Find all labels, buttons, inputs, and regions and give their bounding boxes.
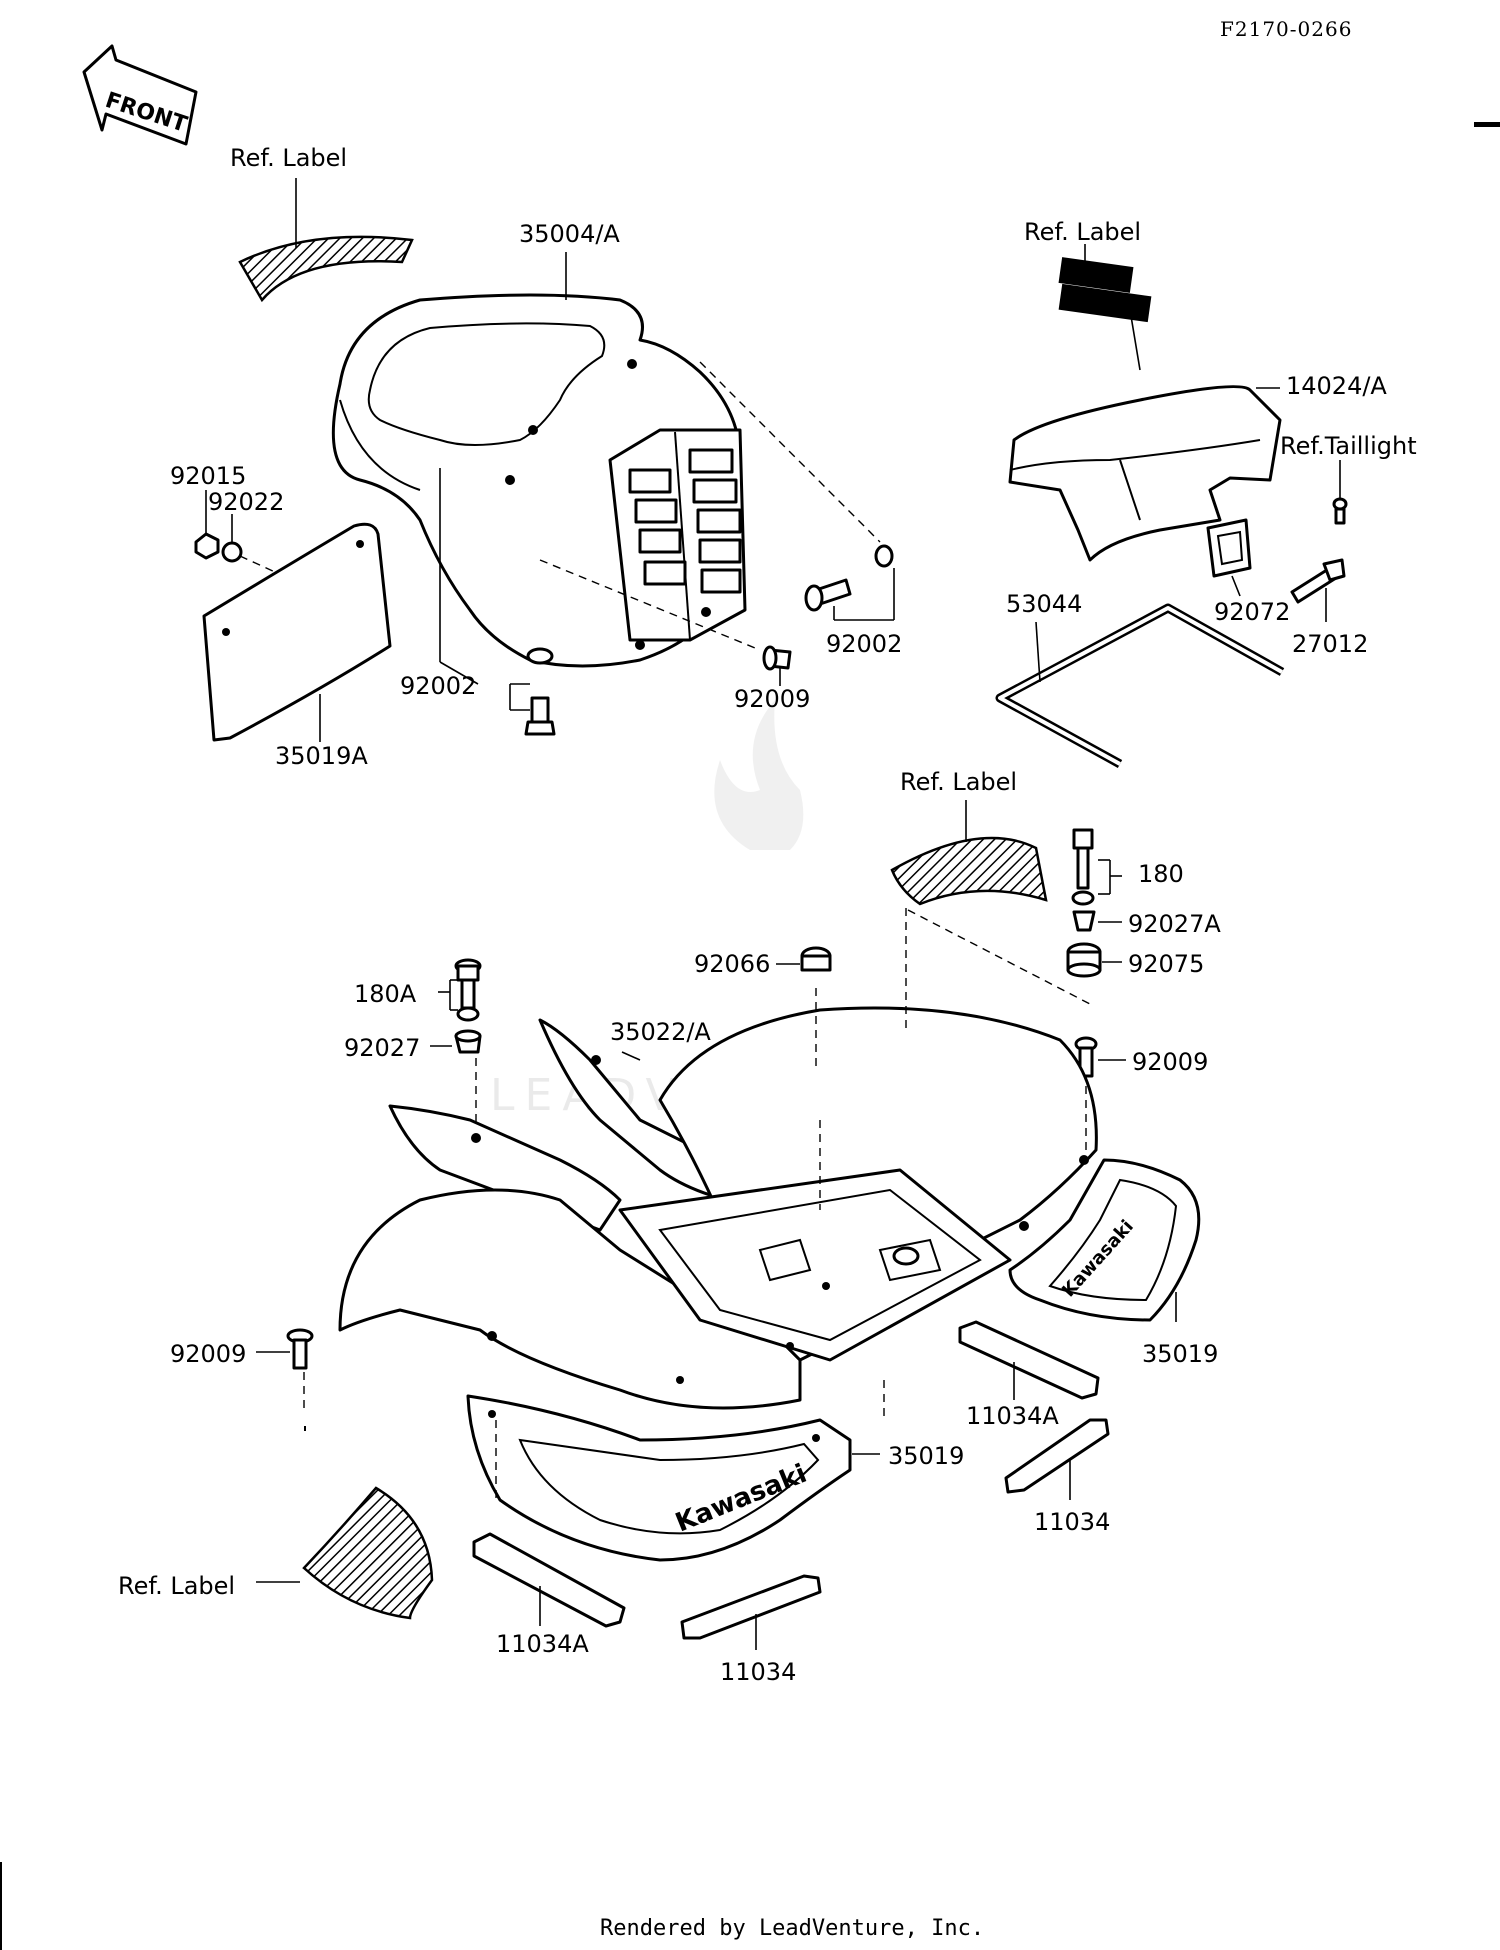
screw-92009-top <box>762 645 792 671</box>
ref-label-decal-top <box>238 235 414 303</box>
screw-92009-right <box>1074 1036 1098 1078</box>
gasket-92072 <box>1206 518 1252 578</box>
label-ref-label-mid: Ref. Label <box>900 768 1017 796</box>
mud-flap-35019A <box>202 522 392 742</box>
label-92027: 92027 <box>344 1034 420 1062</box>
bolt-92002-left <box>524 647 556 736</box>
label-ref-taillight: Ref.Taillight <box>1280 432 1417 460</box>
label-ref-label-bottom: Ref. Label <box>118 1572 235 1600</box>
front-fender <box>331 293 747 668</box>
label-180: 180 <box>1138 860 1184 888</box>
footer-text: Rendered by LeadVenture, Inc. <box>600 1916 984 1941</box>
label-92009-top: 92009 <box>734 685 810 713</box>
page-left-edge <box>0 1862 2 1950</box>
bolt-92002-right <box>804 544 894 612</box>
rod-53044 <box>995 603 1285 768</box>
label-92066: 92066 <box>694 950 770 978</box>
label-11034-right: 11034 <box>1034 1508 1110 1536</box>
mud-flap-right: Kawasaki <box>1008 1158 1201 1322</box>
rear-cover <box>1008 385 1282 562</box>
rear-fender <box>338 1006 1098 1410</box>
page-edge-mark <box>1474 122 1500 127</box>
nut-92015 <box>194 532 220 560</box>
mud-flap-bottom: Kawasaki <box>466 1394 852 1562</box>
plate-11034A-bottom <box>472 1532 626 1628</box>
plate-11034-bottom <box>680 1574 822 1640</box>
label-11034A-bottom: 11034A <box>496 1630 589 1658</box>
label-92027A: 92027A <box>1128 910 1221 938</box>
front-arrow-icon: FRONT <box>82 44 198 146</box>
damper-92075 <box>1066 942 1102 978</box>
label-92072: 92072 <box>1214 598 1290 626</box>
label-ref-label-top: Ref. Label <box>230 144 347 172</box>
label-35019-bottom: 35019 <box>888 1442 964 1470</box>
label-35019-right: 35019 <box>1142 1340 1218 1368</box>
label-92009-left: 92009 <box>170 1340 246 1368</box>
shift-reverse-decal <box>1058 257 1152 323</box>
ref-label-decal-bottom <box>302 1486 434 1620</box>
socket-27012 <box>1290 558 1346 604</box>
label-92015: 92015 <box>170 462 246 490</box>
label-35022A: 35022/A <box>610 1018 711 1046</box>
bolt-180 <box>1071 828 1095 906</box>
label-92009-right: 92009 <box>1132 1048 1208 1076</box>
label-53044: 53044 <box>1006 590 1082 618</box>
label-11034-bottom: 11034 <box>720 1658 796 1686</box>
bolt-180A <box>454 958 482 1022</box>
label-35019A: 35019A <box>275 742 368 770</box>
collar-92027 <box>454 1029 482 1054</box>
label-92022: 92022 <box>208 488 284 516</box>
label-180A: 180A <box>354 980 417 1008</box>
label-11034A-right: 11034A <box>966 1402 1059 1430</box>
washer-92022 <box>221 541 243 563</box>
label-27012: 27012 <box>1292 630 1368 658</box>
screw-92009-left <box>286 1328 314 1370</box>
taillight-screw <box>1332 497 1348 525</box>
label-92002-left: 92002 <box>400 672 476 700</box>
diagram-code: F2170-0266 <box>1220 17 1352 41</box>
ref-label-decal-mid <box>890 836 1048 906</box>
collar-92027A <box>1072 910 1096 932</box>
fender-vent-grille <box>608 428 747 642</box>
cap-92066 <box>800 946 832 972</box>
label-92075: 92075 <box>1128 950 1204 978</box>
label-14024A: 14024/A <box>1286 372 1387 400</box>
plate-11034-right <box>1004 1418 1110 1494</box>
label-92002-right: 92002 <box>826 630 902 658</box>
label-ref-label-right: Ref. Label <box>1024 218 1141 246</box>
label-35004A: 35004/A <box>519 220 620 248</box>
plate-11034A-right <box>958 1320 1100 1400</box>
